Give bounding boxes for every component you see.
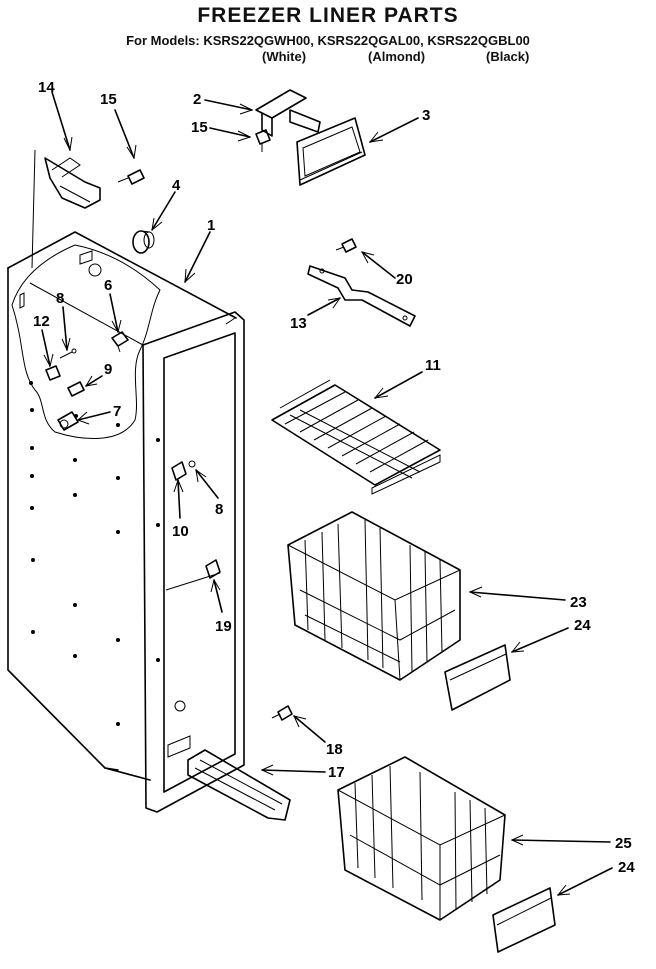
callout-labels: 14 15 2 15 3 4 1 20 13 6 8 12 9 7 11 10 … [33, 79, 635, 876]
callout-8-upper: 8 [56, 290, 64, 307]
screw-part-18 [271, 705, 293, 721]
variant-black: (Black) [486, 49, 530, 64]
clip-part-19 [205, 559, 221, 579]
basket-front-part-24a [444, 644, 511, 711]
knob-part-4 [132, 230, 155, 254]
clip-part-8b [188, 460, 196, 468]
diagram-title: FREEZER LINER PARTS [197, 4, 459, 27]
hinge-part-2 [255, 89, 321, 137]
callout-8-lower: 8 [215, 501, 223, 518]
grille-part-17 [187, 749, 291, 821]
clip-part-6 [111, 331, 129, 353]
callout-23: 23 [570, 594, 587, 611]
callout-6: 6 [104, 277, 112, 294]
callout-15-left: 15 [100, 91, 117, 108]
basket-part-25 [337, 756, 506, 921]
callout-3: 3 [422, 107, 430, 124]
screw-part-20 [335, 238, 357, 253]
callout-20: 20 [396, 271, 413, 288]
callout-24-upper: 24 [574, 617, 591, 634]
clip-part-7 [57, 411, 79, 431]
callout-2: 2 [193, 91, 201, 108]
leader-lines [41, 91, 613, 896]
callout-1: 1 [207, 217, 215, 234]
callout-13: 13 [290, 315, 307, 332]
callout-4: 4 [172, 177, 181, 194]
callout-17: 17 [328, 764, 345, 781]
callout-12: 12 [33, 313, 50, 330]
variant-almond: (Almond) [368, 49, 426, 64]
callout-9: 9 [104, 361, 112, 378]
wire-shelf-part-11 [271, 379, 441, 495]
light-cover-part-3 [296, 117, 366, 186]
variant-white: (White) [262, 49, 307, 64]
callout-19: 19 [215, 618, 232, 635]
models-line: For Models: KSRS22QGWH00, KSRS22QGAL00, … [126, 33, 530, 48]
clip-part-10 [171, 461, 187, 481]
callout-24-lower: 24 [618, 859, 635, 876]
callout-18: 18 [326, 741, 343, 758]
hinge-part-14 [31, 149, 101, 269]
basket-front-part-24b [492, 887, 556, 953]
basket-part-23 [287, 511, 461, 681]
clip-part-9 [67, 381, 85, 397]
shelf-support-part-13 [307, 265, 416, 327]
clip-part-12 [45, 365, 61, 381]
callout-15-top: 15 [191, 119, 208, 136]
callout-10: 10 [172, 523, 189, 540]
callout-7: 7 [113, 403, 121, 420]
callout-25: 25 [615, 835, 632, 852]
screw-part-15b [255, 129, 271, 152]
clip-part-8a [59, 348, 77, 359]
callout-14: 14 [38, 79, 55, 96]
screw-part-15a [117, 169, 145, 185]
callout-11: 11 [425, 357, 441, 374]
